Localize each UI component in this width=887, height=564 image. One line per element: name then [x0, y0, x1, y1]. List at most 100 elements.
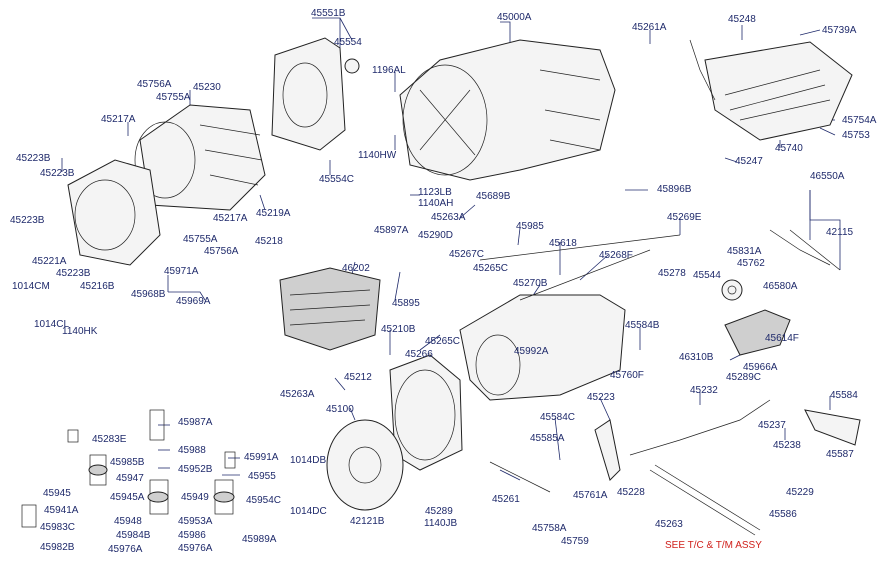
part-label-1140HW: 1140HW — [358, 150, 397, 161]
part-label-45263A-mid: 45263A — [280, 389, 315, 400]
part-label-45266: 45266 — [405, 349, 433, 360]
part-label-1014CM: 1014CM — [12, 281, 50, 292]
part-label-45945: 45945 — [43, 488, 71, 499]
part-label-45983C: 45983C — [40, 522, 76, 533]
part-label-45759: 45759 — [561, 536, 589, 547]
part-label-45614F: 45614F — [765, 333, 799, 344]
part-label-45760F: 45760F — [610, 370, 644, 381]
part-label-45968B: 45968B — [131, 289, 166, 300]
part-label-45228: 45228 — [617, 487, 645, 498]
part-label-45988: 45988 — [178, 445, 206, 456]
part-label-45755A-top: 45755A — [156, 92, 191, 103]
part-label-45237: 45237 — [758, 420, 786, 431]
part-label-45232: 45232 — [690, 385, 718, 396]
part-label-45248: 45248 — [728, 14, 756, 25]
part-label-45269E: 45269E — [667, 212, 702, 223]
part-label-45740: 45740 — [775, 143, 803, 154]
part-label-45895: 45895 — [392, 298, 420, 309]
part-label-45985B: 45985B — [110, 457, 145, 468]
part-label-45971A: 45971A — [164, 266, 199, 277]
part-label-45219A: 45219A — [256, 208, 291, 219]
part-label-45289: 45289 — [425, 506, 453, 517]
see-assembly-note: SEE T/C & T/M ASSY — [665, 540, 762, 551]
part-label-45223B-4: 45223B — [56, 268, 91, 279]
part-label-45941A: 45941A — [44, 505, 79, 516]
part-label-45689B: 45689B — [476, 191, 511, 202]
part-label-45755A-mid: 45755A — [183, 234, 218, 245]
part-label-45223B-3: 45223B — [10, 215, 45, 226]
part-label-1140AH: 1140AH — [418, 198, 454, 209]
part-label-45212: 45212 — [344, 372, 372, 383]
part-label-45265C-mid: 45265C — [425, 336, 461, 347]
part-label-45263A-top: 45263A — [431, 212, 466, 223]
part-label-45283E: 45283E — [92, 434, 127, 445]
part-label-1140JB: 1140JB — [424, 518, 458, 529]
part-label-45263-bot: 45263 — [655, 519, 683, 530]
part-label-45952B: 45952B — [178, 464, 213, 475]
part-label-45290D: 45290D — [418, 230, 454, 241]
part-label-45953A: 45953A — [178, 516, 213, 527]
part-label-45551B: 45551B — [311, 8, 346, 19]
part-label-45756A-mid: 45756A — [204, 246, 239, 257]
part-label-45261A: 45261A — [632, 22, 667, 33]
part-label-45618: 45618 — [549, 238, 577, 249]
part-label-45586: 45586 — [769, 509, 797, 520]
part-label-45947: 45947 — [116, 473, 144, 484]
part-label-46580A: 46580A — [763, 281, 798, 292]
part-label-45544: 45544 — [693, 270, 721, 281]
part-label-45897A: 45897A — [374, 225, 409, 236]
part-label-45230: 45230 — [193, 82, 221, 93]
part-label-1196AL: 1196AL — [372, 65, 406, 76]
part-label-45986: 45986 — [178, 530, 206, 541]
part-label-45969A: 45969A — [176, 296, 211, 307]
part-label-45966A: 45966A — [743, 362, 778, 373]
part-label-45223B-2: 45223B — [40, 168, 75, 179]
part-label-45217A-mid: 45217A — [213, 213, 248, 224]
part-label-45739A: 45739A — [822, 25, 857, 36]
part-label-45554: 45554 — [334, 37, 362, 48]
part-label-45984B: 45984B — [116, 530, 151, 541]
part-label-45945A: 45945A — [110, 492, 145, 503]
part-label-1014CL: 1014CL — [34, 319, 70, 330]
part-label-45278: 45278 — [658, 268, 686, 279]
part-label-45217A-top: 45217A — [101, 114, 136, 125]
part-label-45976A-2: 45976A — [178, 543, 213, 554]
part-label-1014DB: 1014DB — [290, 455, 327, 466]
part-label-45218: 45218 — [255, 236, 283, 247]
part-label-45761A: 45761A — [573, 490, 608, 501]
part-label-45554C: 45554C — [319, 174, 355, 185]
part-label-45831A: 45831A — [727, 246, 762, 257]
part-label-45223B-1: 45223B — [16, 153, 51, 164]
part-label-45267C: 45267C — [449, 249, 485, 260]
part-label-42115: 42115 — [826, 227, 854, 238]
part-label-45247: 45247 — [735, 156, 763, 167]
part-label-45762: 45762 — [737, 258, 765, 269]
part-label-45976A-1: 45976A — [108, 544, 143, 555]
part-label-45585A: 45585A — [530, 433, 565, 444]
part-label-45753: 45753 — [842, 130, 870, 141]
part-label-42121B: 42121B — [350, 516, 385, 527]
part-label-45000A: 45000A — [497, 12, 532, 23]
part-label-45289C: 45289C — [726, 372, 762, 383]
part-label-45756A-top: 45756A — [137, 79, 172, 90]
part-label-45229: 45229 — [786, 487, 814, 498]
part-label-1014DC: 1014DC — [290, 506, 327, 517]
part-label-45261: 45261 — [492, 494, 520, 505]
part-label-45948: 45948 — [114, 516, 142, 527]
part-label-1140HK: 1140HK — [62, 326, 98, 337]
part-label-45991A: 45991A — [244, 452, 279, 463]
part-label-45270B: 45270B — [513, 278, 548, 289]
part-label-45987A: 45987A — [178, 417, 213, 428]
part-label-45955: 45955 — [248, 471, 276, 482]
part-label-45223: 45223 — [587, 392, 615, 403]
part-label-46310B: 46310B — [679, 352, 714, 363]
part-label-45584B: 45584B — [625, 320, 660, 331]
part-label-45754A: 45754A — [842, 115, 877, 126]
part-label-45758A: 45758A — [532, 523, 567, 534]
part-label-45587: 45587 — [826, 449, 854, 460]
part-label-1123LB: 1123LB — [418, 187, 452, 198]
part-label-46550A: 46550A — [810, 171, 845, 182]
part-label-45584: 45584 — [830, 390, 858, 401]
